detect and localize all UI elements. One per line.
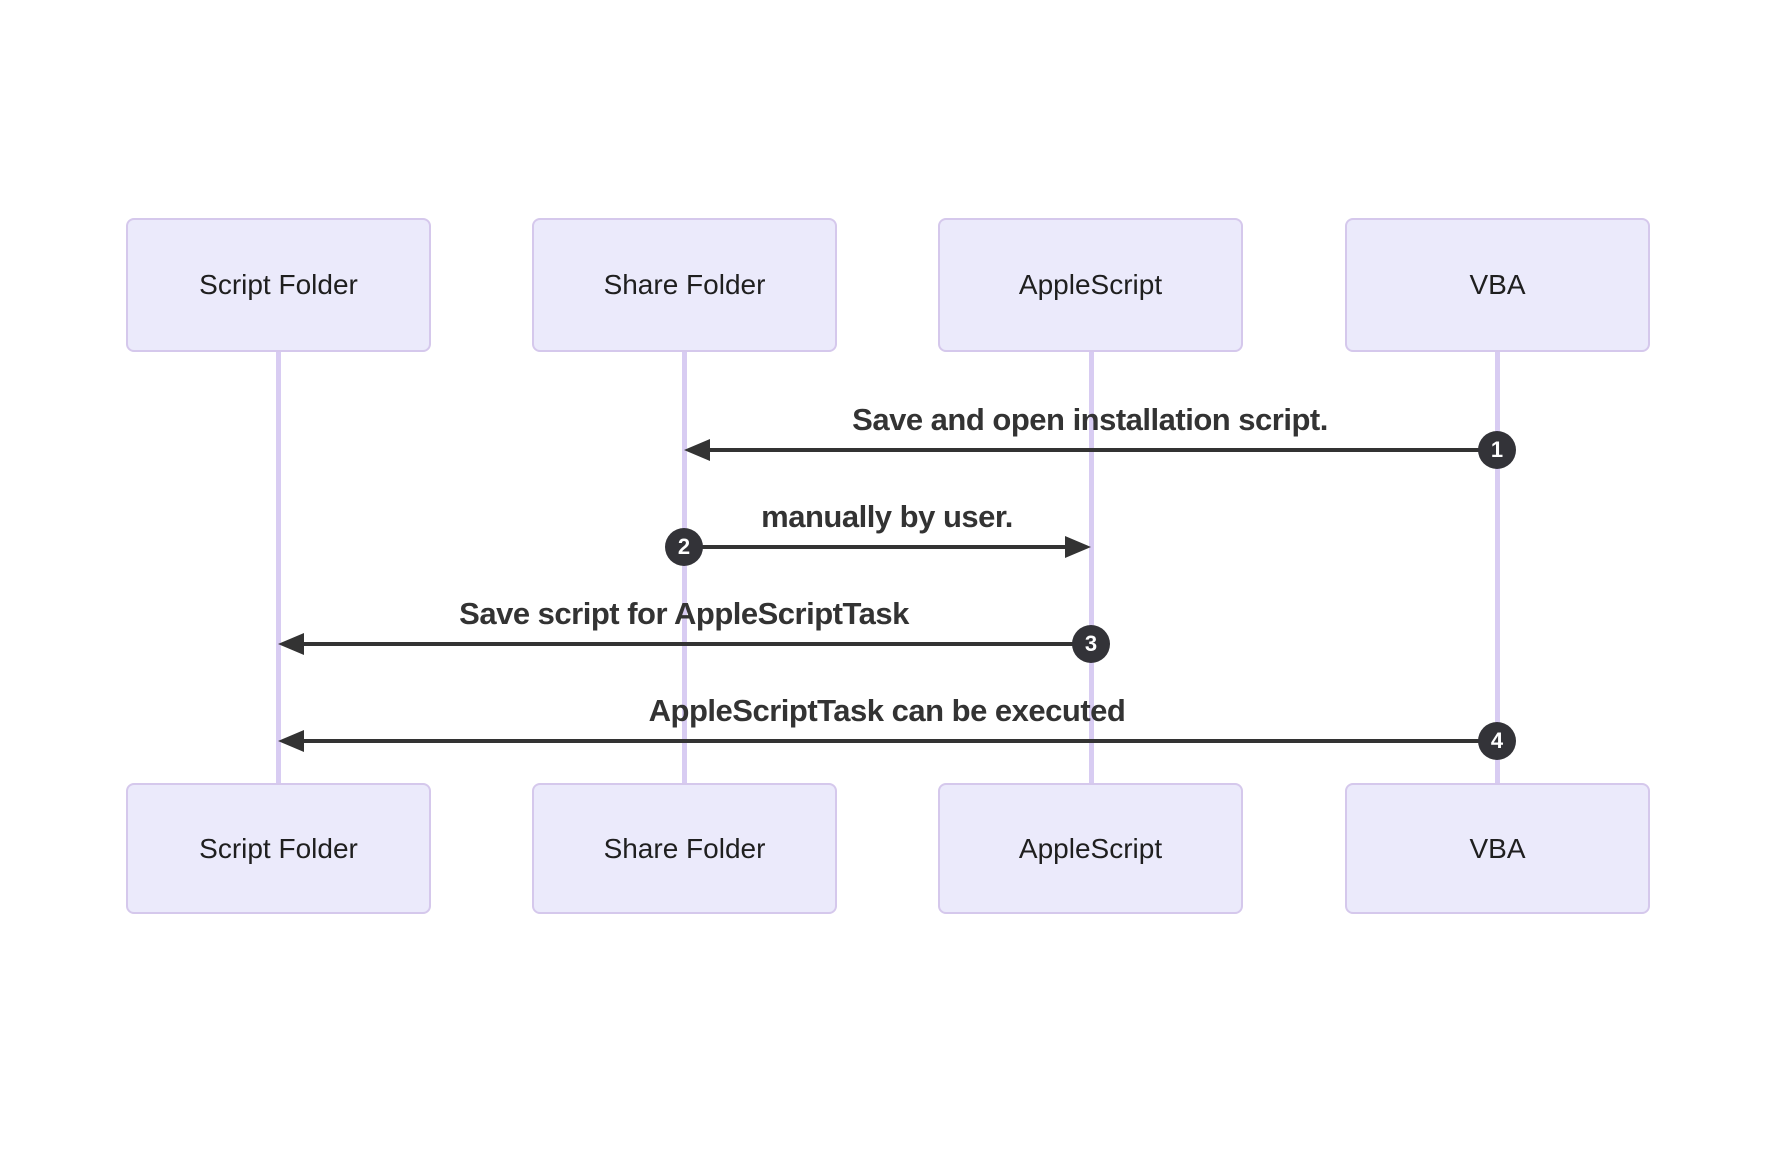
arrowhead-left-icon [278,730,304,752]
actor-label: Script Folder [199,832,358,864]
message-2-label: manually by user. [761,499,1013,534]
actor-label: AppleScript [1018,832,1163,864]
arrowhead-right-icon [1065,536,1091,558]
step-badge-4: 4 [1478,722,1516,760]
actor-label: Script Folder [199,269,358,300]
actor-box-top-applescript: AppleScript [938,218,1243,352]
lifeline-script-folder [276,352,281,783]
lifeline-vba [1495,352,1500,783]
actor-box-bottom-script-folder: Script Folder [126,783,431,914]
message-4-label: AppleScriptTask can be executed [648,693,1126,728]
message-1-label: Save and open installation script. [852,402,1328,437]
arrowhead-left-icon [684,439,710,461]
step-badge-3: 3 [1072,625,1110,663]
lifeline-applescript [1089,352,1094,783]
actor-box-bottom-share-folder: Share Folder [532,783,837,914]
actor-box-bottom-vba: VBA [1345,783,1650,914]
actor-box-top-script-folder: Script Folder [126,218,431,352]
actor-box-top-share-folder: Share Folder [532,218,837,352]
actor-label: Share Folder [603,269,766,300]
actor-label: VBA [1469,832,1526,864]
message-4-arrow [302,739,1497,743]
arrowhead-left-icon [278,633,304,655]
message-1-arrow [708,448,1497,452]
lifeline-share-folder [682,352,687,783]
actor-label: VBA [1469,269,1526,300]
step-badge-2: 2 [665,528,703,566]
actor-label: Share Folder [603,832,766,864]
step-badge-1: 1 [1478,431,1516,469]
actor-box-top-vba: VBA [1345,218,1650,352]
actor-label: AppleScript [1018,269,1163,300]
message-3-arrow [302,642,1091,646]
message-3-label: Save script for AppleScriptTask [459,596,909,631]
message-2-arrow [684,545,1067,549]
actor-box-bottom-applescript: AppleScript [938,783,1243,914]
